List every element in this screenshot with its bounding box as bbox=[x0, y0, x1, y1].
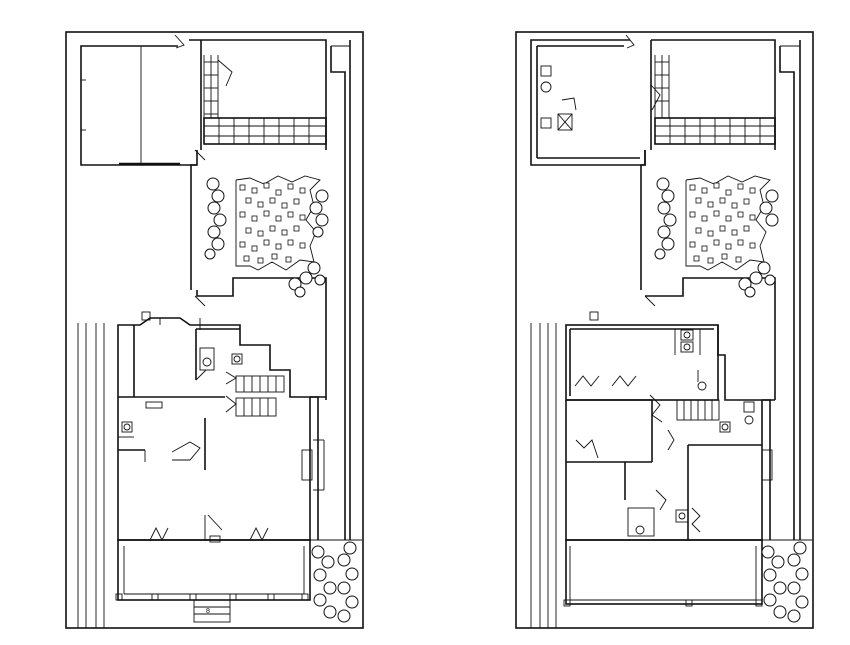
driveway-lines bbox=[77, 323, 105, 628]
front-deck bbox=[563, 539, 763, 607]
lot-boundary-2 bbox=[515, 31, 814, 629]
upper-house bbox=[565, 311, 775, 541]
pergola-2 bbox=[654, 117, 776, 145]
side-fence bbox=[330, 40, 351, 540]
main-house bbox=[117, 311, 326, 541]
upper-stairs bbox=[649, 394, 720, 423]
courtyard-pavers bbox=[239, 182, 306, 264]
garage bbox=[80, 34, 197, 166]
front-shrubs-2 bbox=[761, 539, 812, 623]
front-shrubs bbox=[310, 539, 362, 623]
courtyard-pavers-2 bbox=[689, 182, 756, 264]
pergola bbox=[203, 117, 327, 145]
garage-apartment bbox=[530, 34, 646, 166]
ground-floor-plan: 8 bbox=[65, 31, 364, 629]
bedrooms bbox=[566, 399, 773, 540]
stairs bbox=[225, 375, 285, 417]
driveway-lines-2 bbox=[530, 323, 557, 628]
rear-studio-2 bbox=[650, 39, 776, 150]
second-floor-plan bbox=[515, 31, 814, 629]
stair-step-label: 8 bbox=[206, 608, 210, 615]
living-area bbox=[118, 396, 325, 543]
courtyard bbox=[190, 149, 327, 400]
front-porch: 8 bbox=[115, 539, 311, 623]
courtyard-shrubs-2 bbox=[654, 177, 779, 298]
side-fence-2 bbox=[779, 40, 801, 540]
rear-studio bbox=[189, 39, 327, 150]
lot-boundary bbox=[65, 31, 364, 629]
courtyard-2 bbox=[640, 150, 776, 400]
courtyard-shrubs bbox=[204, 177, 329, 298]
